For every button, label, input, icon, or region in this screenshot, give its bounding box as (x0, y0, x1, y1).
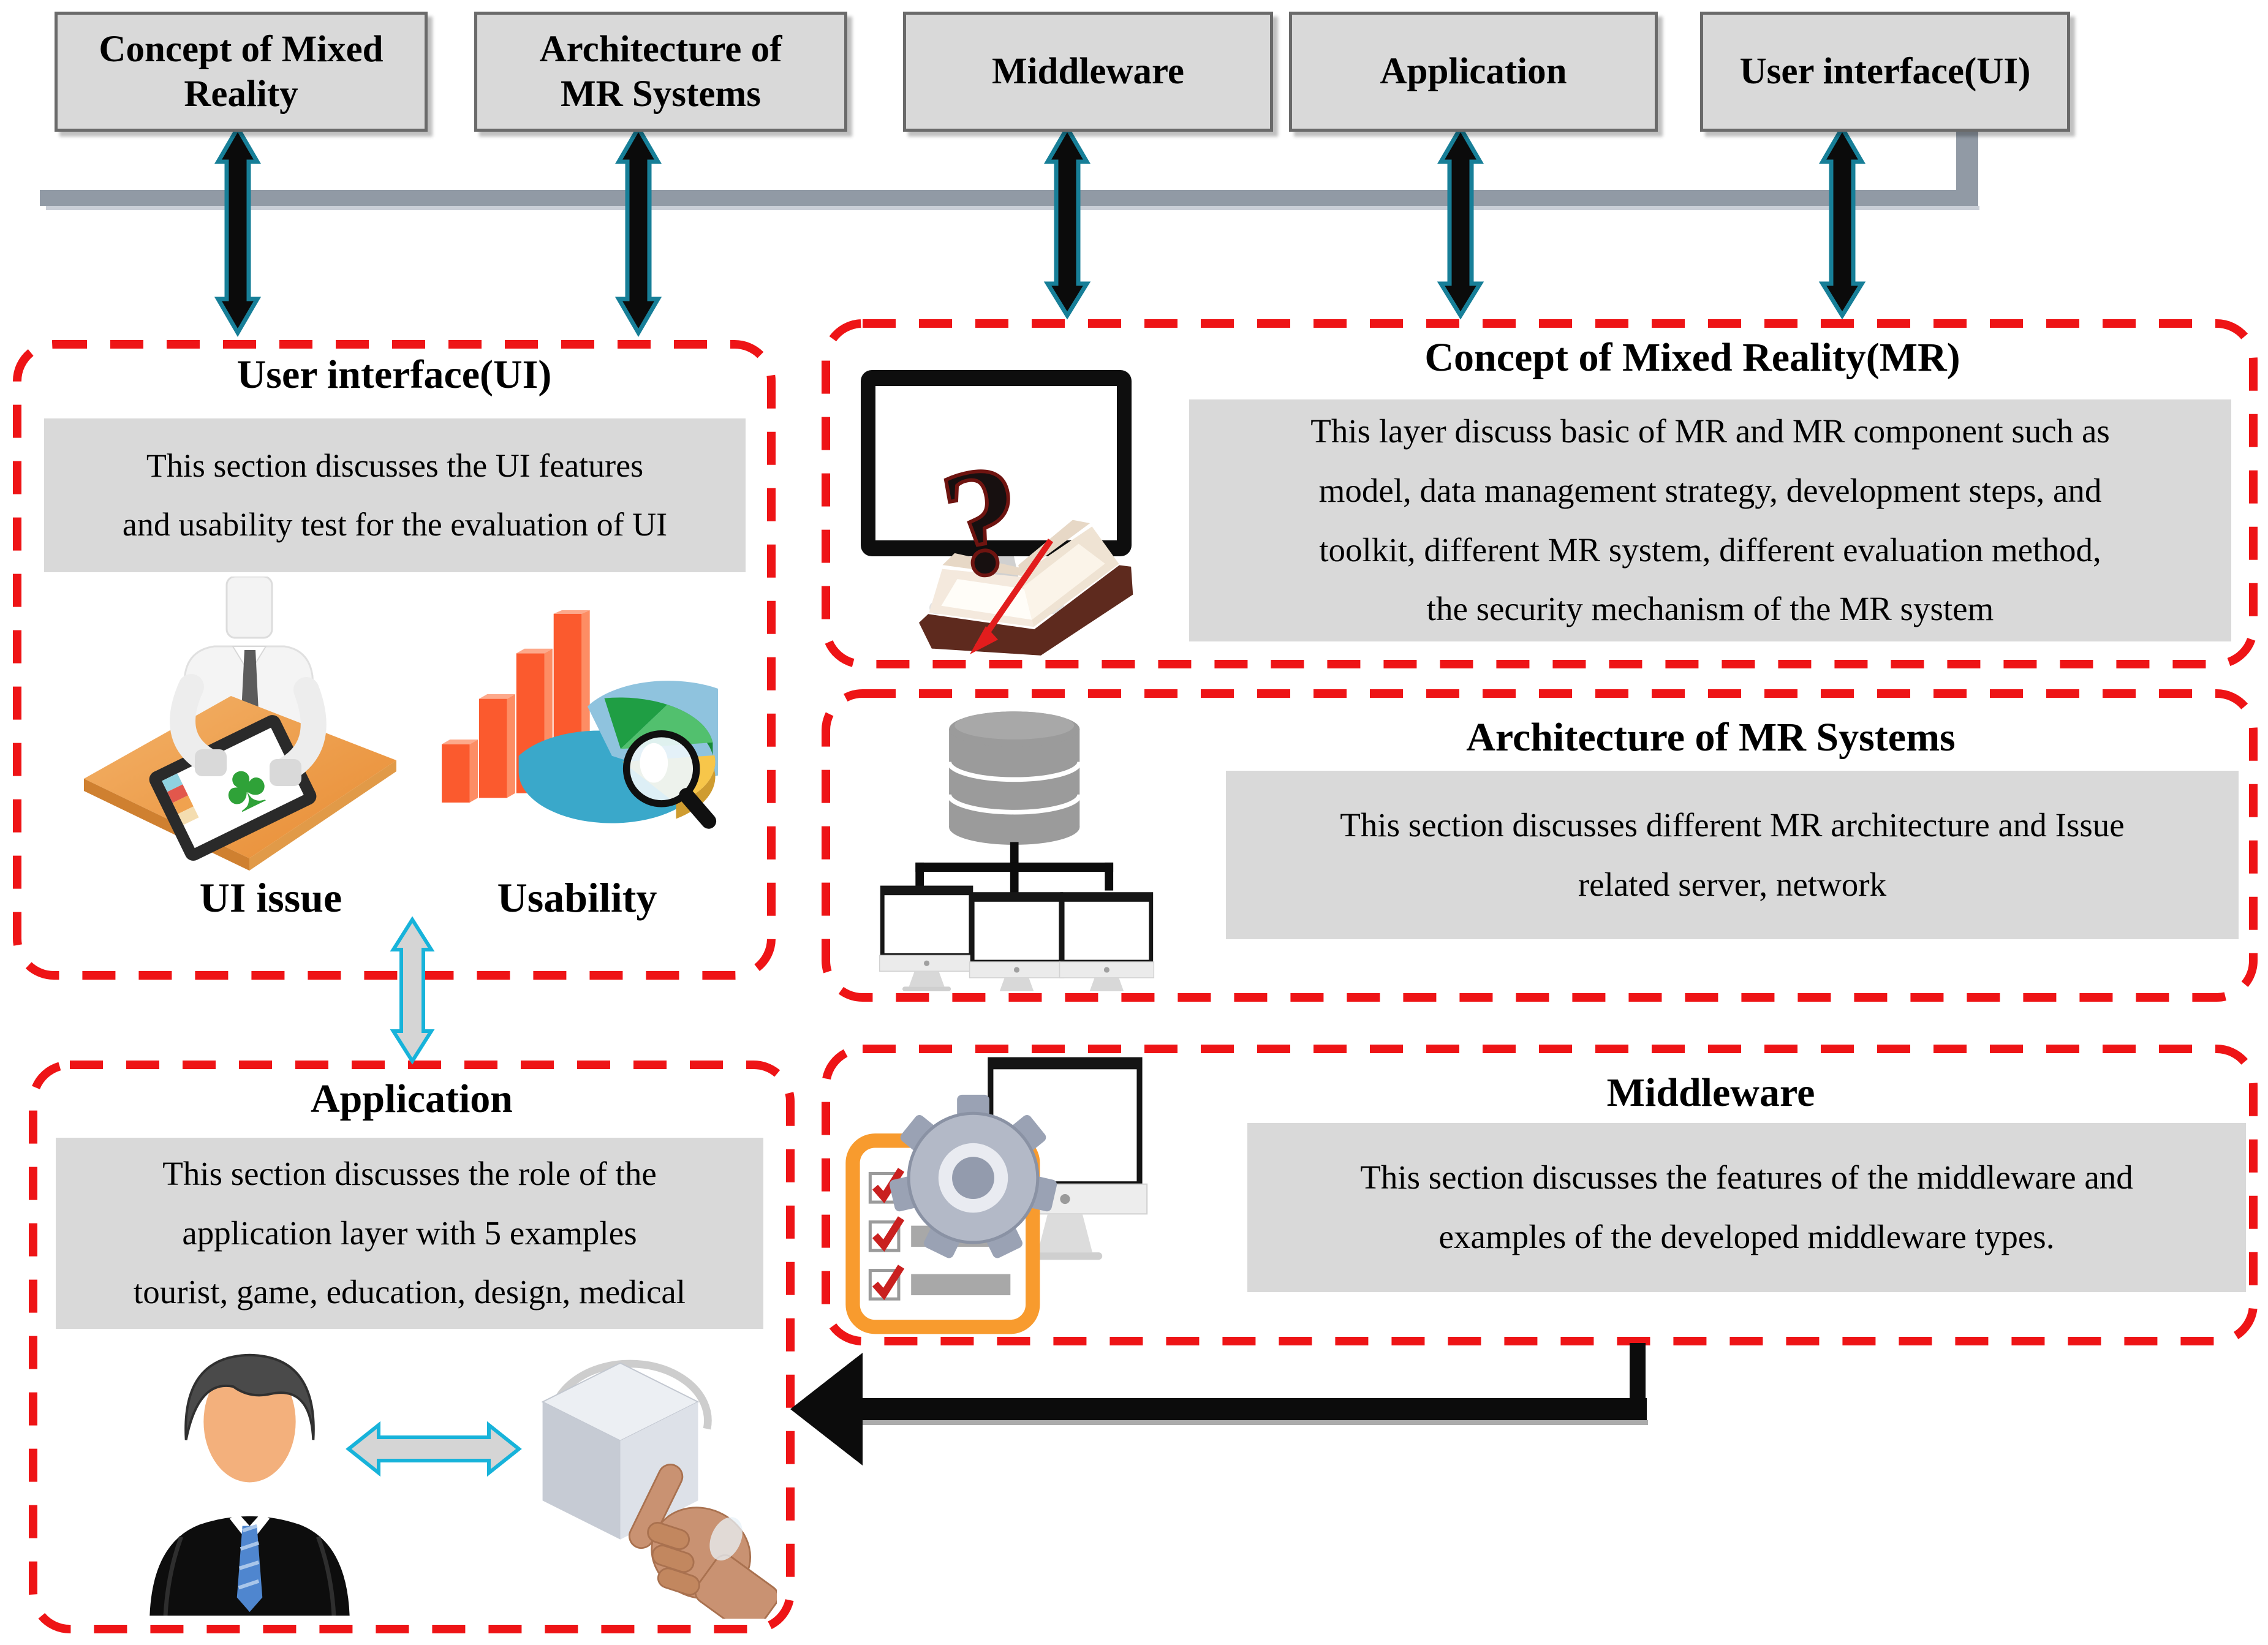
top-box-application: Application (1289, 12, 1658, 132)
arrow-architecture (614, 124, 662, 337)
architecture-section: Architecture of MR Systems This section … (822, 690, 2256, 1001)
bus-bar-shadow (46, 206, 1979, 210)
ui-section-title: User interface(UI) (236, 352, 552, 397)
arrow-concept (214, 124, 262, 337)
monitor-icon (879, 885, 1155, 991)
bus-bar (40, 190, 1977, 206)
ui-section: User interface(UI) This section discusse… (13, 341, 775, 979)
top-box-concept: Concept of Mixed Reality (55, 12, 428, 132)
bar-chart-pie-magnifier-icon (442, 610, 718, 829)
interaction-double-arrow-icon (346, 1421, 522, 1477)
architecture-section-title: Architecture of MR Systems (1466, 715, 1956, 760)
middleware-elbow-horizontal (858, 1398, 1647, 1420)
architecture-section-border (822, 689, 2258, 1002)
top-box-ui: User interface(UI) (1700, 12, 2070, 132)
arrow-ui-application (390, 916, 435, 1065)
concept-section-border (822, 319, 2258, 668)
application-section-border (29, 1061, 795, 1633)
top-box-middleware: Middleware (903, 12, 1273, 132)
database-three-monitors-icon (879, 711, 1155, 991)
concept-section: Concept of Mixed Reality(MR) This layer … (822, 320, 2256, 668)
businessman-avatar-icon (149, 1353, 350, 1616)
arrow-ui (1818, 124, 1866, 320)
application-section-title: Application (310, 1076, 513, 1121)
monitor-open-book-question-icon: ? (861, 370, 1133, 656)
concept-section-body: This layer discuss basic of MR and MR co… (1189, 399, 2231, 641)
ui-section-border (13, 340, 776, 980)
ui-issue-label: UI issue (199, 874, 342, 921)
checklist-gear-monitor-icon (845, 1057, 1148, 1334)
gear-icon (889, 1094, 1057, 1258)
middleware-section: Middleware This section discusses the fe… (822, 1045, 2256, 1345)
usability-label: Usability (497, 874, 657, 921)
middleware-section-title: Middleware (1606, 1070, 1815, 1115)
application-section-body: This section discusses the role of the a… (56, 1138, 763, 1329)
middleware-elbow-shadow (863, 1420, 1648, 1425)
arrow-middleware (1043, 124, 1091, 320)
architecture-section-body: This section discusses different MR arch… (1226, 771, 2239, 939)
middleware-section-body: This section discusses the features of t… (1247, 1123, 2246, 1292)
application-section: Application This section discusses the r… (29, 1061, 794, 1633)
person-desk-tablet-icon: ♣ (84, 577, 396, 871)
top-box-architecture: Architecture of MR Systems (474, 12, 847, 132)
concept-section-title: Concept of Mixed Reality(MR) (1424, 335, 1960, 380)
middleware-section-border (822, 1045, 2258, 1345)
arrow-application (1437, 124, 1484, 320)
ui-section-body: This section discusses the UI features a… (44, 418, 746, 572)
pointing-hand-icon (629, 1464, 777, 1619)
middleware-elbow-arrowhead (790, 1353, 863, 1465)
bus-riser (1956, 126, 1978, 206)
